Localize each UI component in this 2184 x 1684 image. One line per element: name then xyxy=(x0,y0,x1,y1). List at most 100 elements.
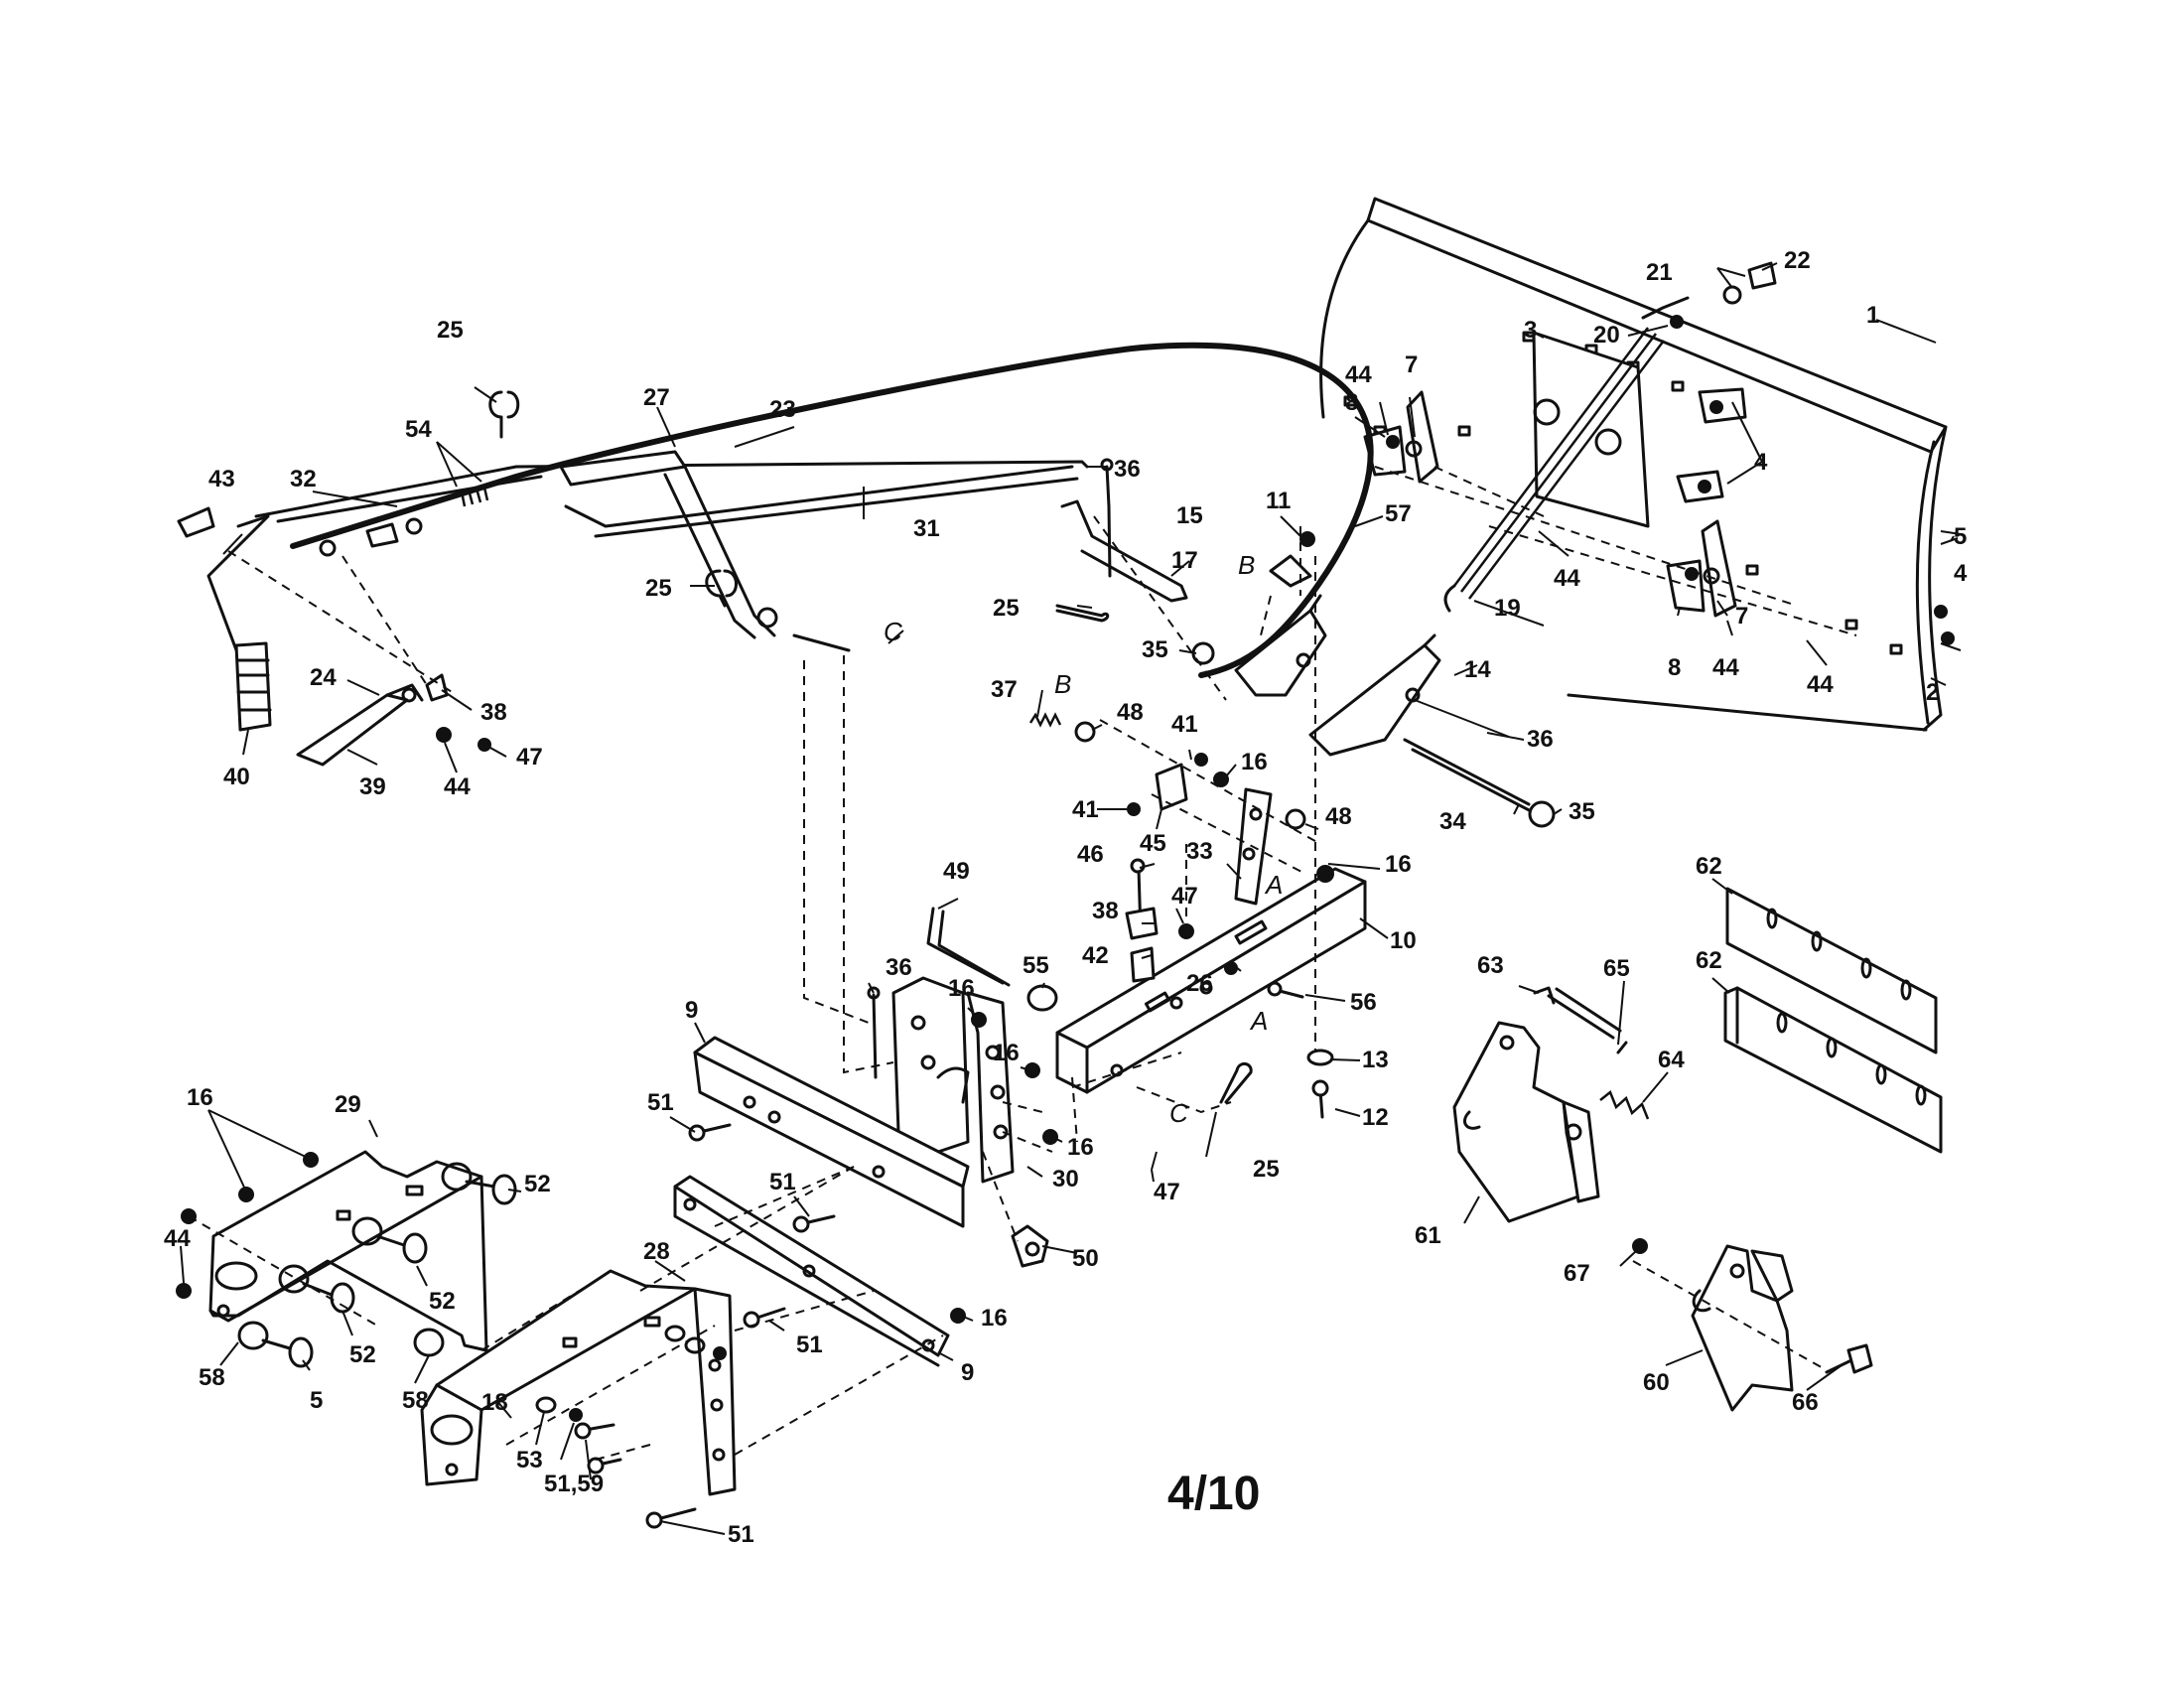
washer-55 xyxy=(1026,984,1058,1012)
callout-15: 15 xyxy=(1176,502,1203,529)
callout-42: 42 xyxy=(1082,942,1109,969)
callout-38b: 38 xyxy=(1092,898,1119,924)
callout-47b: 47 xyxy=(1171,883,1198,910)
callout-62a: 62 xyxy=(1696,853,1722,880)
nut-67 xyxy=(1632,1238,1648,1254)
callout-7a: 7 xyxy=(1405,351,1418,378)
callout-51d: 51 xyxy=(728,1521,754,1548)
bar-9-upper xyxy=(693,1036,970,1228)
callout-9a: 9 xyxy=(685,997,698,1024)
control-cable xyxy=(290,342,1374,678)
lever-27 xyxy=(559,450,851,652)
scraper-bar-upper xyxy=(1725,887,1938,1054)
main-frame xyxy=(1055,867,1367,1094)
pin-50 xyxy=(1011,1224,1049,1268)
bolt-48-a xyxy=(1074,721,1096,743)
callout-21: 21 xyxy=(1646,259,1673,286)
nut-41-a xyxy=(1194,753,1208,767)
callout-labels: 1 2 3 4 4 5 5 7 7 8 8 9 9 10 11 12 13 14… xyxy=(164,247,1968,1548)
callout-35b: 35 xyxy=(1569,798,1595,825)
callout-51b: 51 xyxy=(769,1169,796,1195)
callout-39: 39 xyxy=(359,773,386,800)
callout-17: 17 xyxy=(1171,547,1198,574)
handle-plate xyxy=(296,683,424,767)
callout-13: 13 xyxy=(1362,1047,1389,1073)
washer-18 xyxy=(535,1396,557,1414)
callout-18: 18 xyxy=(481,1389,508,1416)
lift-handle xyxy=(206,460,1089,732)
callout-48b: 48 xyxy=(1325,803,1352,830)
callout-14: 14 xyxy=(1464,656,1491,683)
callout-16f: 16 xyxy=(981,1305,1008,1332)
alignment-lines xyxy=(188,466,1857,1461)
nut-16-h xyxy=(303,1152,319,1168)
callout-25d: 25 xyxy=(1253,1156,1280,1183)
scraper-bar-lower xyxy=(1723,986,1943,1154)
callout-10: 10 xyxy=(1390,927,1417,954)
callout-23: 23 xyxy=(769,396,796,423)
page-number: 4/10 xyxy=(1167,1468,1260,1520)
rod-34 xyxy=(1403,738,1531,806)
ref-a-lower: A xyxy=(1249,1006,1268,1036)
callout-25c: 25 xyxy=(993,595,1020,622)
callout-8b: 8 xyxy=(1668,654,1681,681)
callout-57: 57 xyxy=(1385,500,1412,527)
nut-21 xyxy=(1722,285,1742,305)
callout-25b: 25 xyxy=(645,575,672,602)
nut-44-left xyxy=(176,1283,192,1299)
callout-29: 29 xyxy=(335,1091,361,1118)
bar-9-lower xyxy=(673,1175,950,1367)
callout-16d: 16 xyxy=(993,1040,1020,1066)
callout-44f: 44 xyxy=(164,1225,191,1252)
callout-32: 32 xyxy=(290,466,317,492)
callout-44e: 44 xyxy=(444,773,471,800)
callout-26: 26 xyxy=(1186,970,1213,997)
ref-c-lower: C xyxy=(1169,1098,1188,1128)
callout-55: 55 xyxy=(1023,952,1049,979)
callout-19: 19 xyxy=(1494,595,1521,622)
callout-41a: 41 xyxy=(1171,711,1198,738)
nut-16-b xyxy=(1316,865,1334,883)
callout-52b: 52 xyxy=(429,1288,456,1315)
callout-24: 24 xyxy=(310,664,337,691)
callout-51-59: 51,59 xyxy=(544,1471,604,1497)
nut-20 xyxy=(1670,315,1684,329)
callout-48a: 48 xyxy=(1117,699,1144,726)
nut-47-b xyxy=(1178,923,1194,939)
callout-49: 49 xyxy=(943,858,970,885)
ref-a-upper: A xyxy=(1264,870,1283,900)
callout-41b: 41 xyxy=(1072,796,1099,823)
callout-52c: 52 xyxy=(349,1341,376,1368)
callout-5b: 5 xyxy=(310,1387,323,1414)
ref-c-upper: C xyxy=(884,617,902,646)
callout-67: 67 xyxy=(1564,1260,1590,1287)
callout-20: 20 xyxy=(1593,322,1620,349)
cap-22 xyxy=(1747,261,1777,290)
callout-54: 54 xyxy=(405,416,432,443)
callout-12: 12 xyxy=(1362,1104,1389,1131)
callout-8a: 8 xyxy=(1345,389,1358,416)
callout-43: 43 xyxy=(208,466,235,492)
spring-37 xyxy=(1028,712,1062,728)
washer-53 xyxy=(569,1408,583,1422)
callout-66: 66 xyxy=(1792,1389,1819,1416)
bolts-51 xyxy=(587,1123,836,1529)
callout-3: 3 xyxy=(1524,317,1537,344)
callout-44b: 44 xyxy=(1554,565,1580,592)
bracket-60 xyxy=(1691,1244,1794,1412)
callout-45: 45 xyxy=(1140,830,1166,857)
bolt-48-b xyxy=(1285,808,1306,830)
clamp-38 xyxy=(425,673,449,702)
callout-44c: 44 xyxy=(1712,654,1739,681)
callout-65: 65 xyxy=(1603,955,1630,982)
callout-27: 27 xyxy=(643,384,670,411)
callout-36a: 36 xyxy=(1114,456,1141,483)
leader-lines xyxy=(180,262,1962,1535)
callout-25a: 25 xyxy=(437,317,464,344)
spacer-42 xyxy=(1130,946,1156,983)
callout-34: 34 xyxy=(1439,808,1466,835)
callout-52a: 52 xyxy=(524,1171,551,1197)
blade-bolts xyxy=(1676,387,1955,645)
bracket-28 xyxy=(420,1269,737,1496)
